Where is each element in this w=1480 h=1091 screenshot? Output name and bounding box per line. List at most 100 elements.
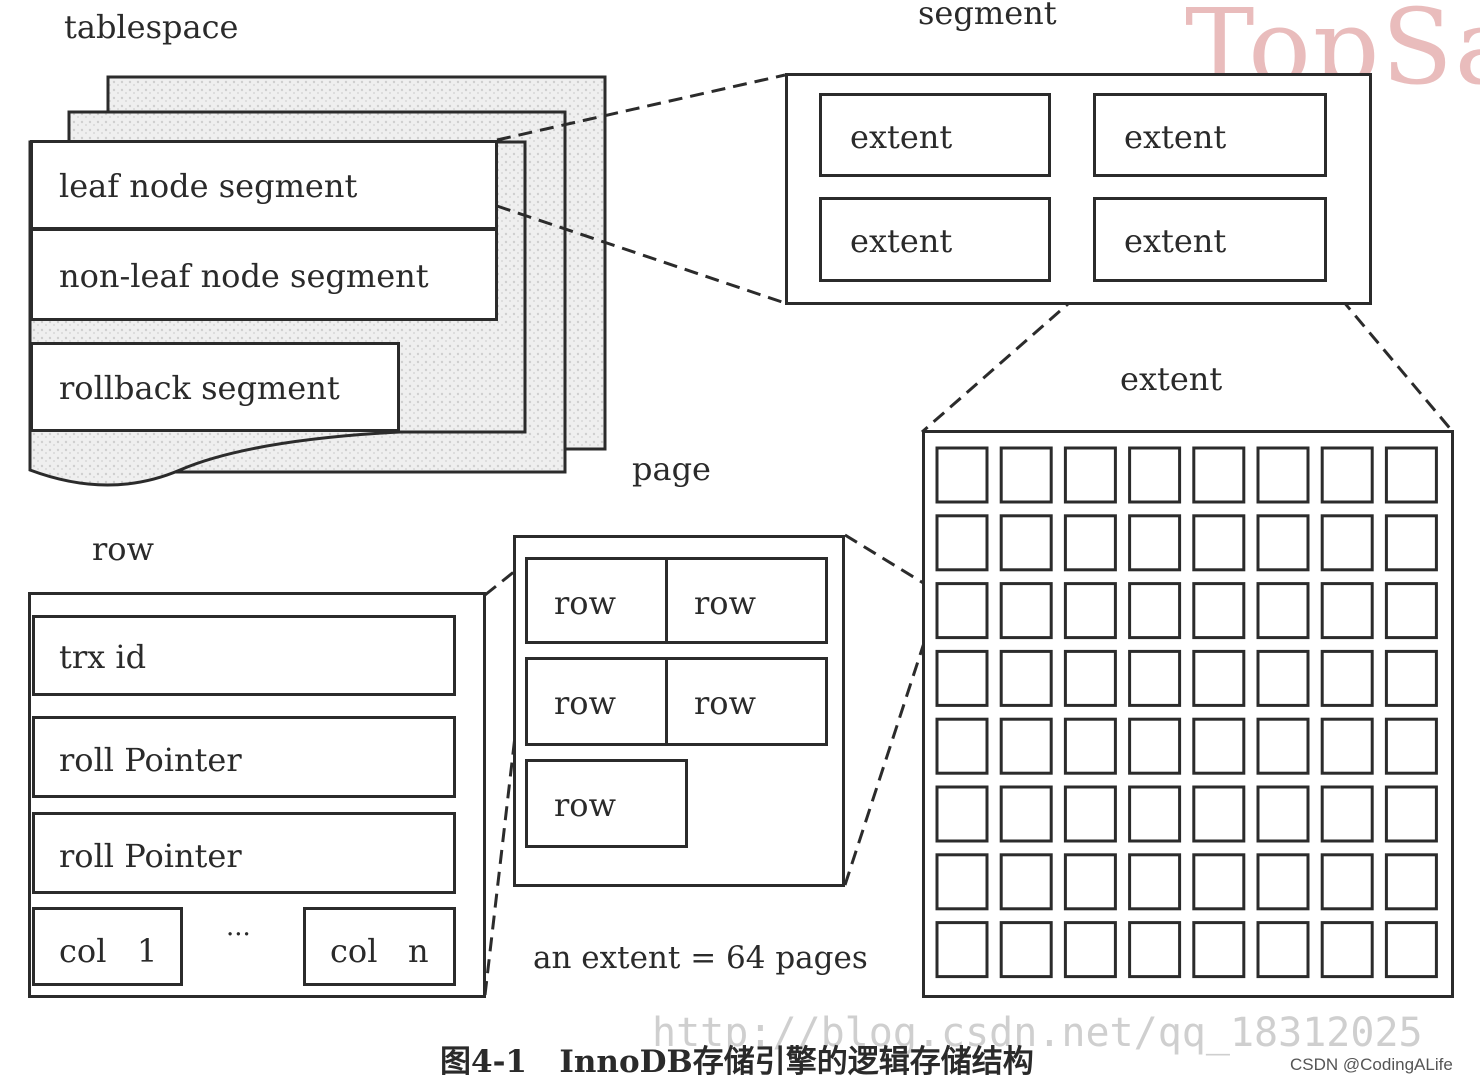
extent-page-cell [1320, 582, 1374, 640]
extent-page-cell [1128, 921, 1182, 979]
segment-extent-label: extent [850, 118, 953, 156]
extent-page-cell [1063, 649, 1117, 707]
extent-page-cell [1384, 446, 1438, 504]
segment-extent-3: extent [819, 197, 1051, 282]
extent-page-cell [1256, 853, 1310, 911]
extent-page-cell [935, 785, 989, 843]
row-col-first: col 1 [32, 907, 183, 986]
extent-page-cell [1320, 785, 1374, 843]
extent-page-cell [999, 853, 1053, 911]
extent-page-cell [1256, 514, 1310, 572]
non-leaf-node-segment-label: non-leaf node segment [59, 257, 429, 295]
row-field-label: roll Pointer [59, 741, 242, 779]
extent-page-cell [1384, 649, 1438, 707]
page-row-1: row [525, 557, 668, 644]
page-row-label: row [554, 684, 616, 722]
page-title: page [632, 450, 711, 488]
extent-page-cell [1128, 717, 1182, 775]
segment-title: segment [918, 0, 1057, 32]
extent-page-cell [1128, 514, 1182, 572]
extent-page-cell [1256, 785, 1310, 843]
page-row-label: row [554, 584, 616, 622]
leaf-node-segment-box: leaf node segment [30, 140, 498, 230]
page-row-5: row [525, 759, 688, 848]
extent-page-cell [1384, 921, 1438, 979]
extent-page-cell [1384, 582, 1438, 640]
extent-page-cell [1063, 853, 1117, 911]
extent-page-cell [1384, 717, 1438, 775]
row-field-roll-pointer-2: roll Pointer [32, 812, 456, 894]
extent-page-cell [1320, 853, 1374, 911]
segment-extent-label: extent [850, 222, 953, 260]
row-col-last: col n [303, 907, 456, 986]
extent-page-cell [1320, 649, 1374, 707]
extent-page-cell [1384, 853, 1438, 911]
extent-page-cell [1128, 446, 1182, 504]
segment-extent-2: extent [1093, 93, 1327, 177]
extent-page-cell [1192, 446, 1246, 504]
extent-page-cell [1192, 582, 1246, 640]
tablespace-title: tablespace [64, 8, 239, 46]
watermark-url: http://blog.csdn.net/qq_18312025 [652, 1010, 1423, 1056]
extent-page-cell [1063, 582, 1117, 640]
rollback-segment-box: rollback segment [30, 342, 400, 432]
extent-page-cell [1192, 853, 1246, 911]
extent-page-cell [1256, 921, 1310, 979]
figure-caption: 图4-1 InnoDB存储引擎的逻辑存储结构 [440, 1044, 1034, 1080]
extent-page-cell [1256, 446, 1310, 504]
extent-page-cell [1063, 514, 1117, 572]
segment-extent-1: extent [819, 93, 1051, 177]
extent-page-cell [1063, 785, 1117, 843]
row-title: row [92, 530, 154, 568]
extent-page-cell [1320, 514, 1374, 572]
extent-page-cell [1384, 514, 1438, 572]
extent-page-cell [1192, 717, 1246, 775]
extent-page-cell [1128, 853, 1182, 911]
row-col-ellipsis: ··· [226, 920, 251, 950]
row-col-first-label: col 1 [59, 932, 158, 970]
extent-page-cell [999, 514, 1053, 572]
extent-page-cell [1192, 785, 1246, 843]
rollback-segment-label: rollback segment [59, 369, 340, 407]
extent-page-cell [1256, 717, 1310, 775]
extent-page-cell [1128, 582, 1182, 640]
extent-page-cell [1128, 785, 1182, 843]
page-row-label: row [694, 584, 756, 622]
extent-page-cell [1063, 921, 1117, 979]
extent-page-cell [1192, 921, 1246, 979]
extent-page-cell [1320, 717, 1374, 775]
page-row-label: row [554, 786, 616, 824]
extent-page-cell [935, 921, 989, 979]
segment-extent-label: extent [1124, 222, 1227, 260]
extent-page-cell [1256, 649, 1310, 707]
extent-page-cell [999, 785, 1053, 843]
segment-extent-4: extent [1093, 197, 1327, 282]
extent-page-count-note: an extent = 64 pages [533, 940, 868, 976]
extent-page-cell [1063, 446, 1117, 504]
extent-page-cell [1192, 649, 1246, 707]
row-field-roll-pointer-1: roll Pointer [32, 716, 456, 798]
extent-page-cell [1256, 582, 1310, 640]
non-leaf-node-segment-box: non-leaf node segment [30, 228, 498, 321]
extent-page-cell [999, 649, 1053, 707]
extent-page-cell [999, 582, 1053, 640]
extent-page-cell [935, 514, 989, 572]
extent-page-cell [999, 921, 1053, 979]
page-row-3: row [525, 657, 668, 746]
page-row-2: row [665, 557, 828, 644]
extent-page-cell [999, 446, 1053, 504]
leaf-node-segment-label: leaf node segment [59, 167, 358, 205]
segment-extent-label: extent [1124, 118, 1227, 156]
row-field-trx-id: trx id [32, 615, 456, 696]
extent-page-cell [935, 717, 989, 775]
extent-page-cell [1320, 446, 1374, 504]
extent-page-cell [1128, 649, 1182, 707]
row-field-label: trx id [59, 638, 147, 676]
extent-page-cell [1320, 921, 1374, 979]
page-row-label: row [694, 684, 756, 722]
row-col-last-label: col n [330, 932, 429, 970]
extent-title: extent [1120, 360, 1223, 398]
extent-page-cell [935, 649, 989, 707]
extent-page-cell [935, 446, 989, 504]
